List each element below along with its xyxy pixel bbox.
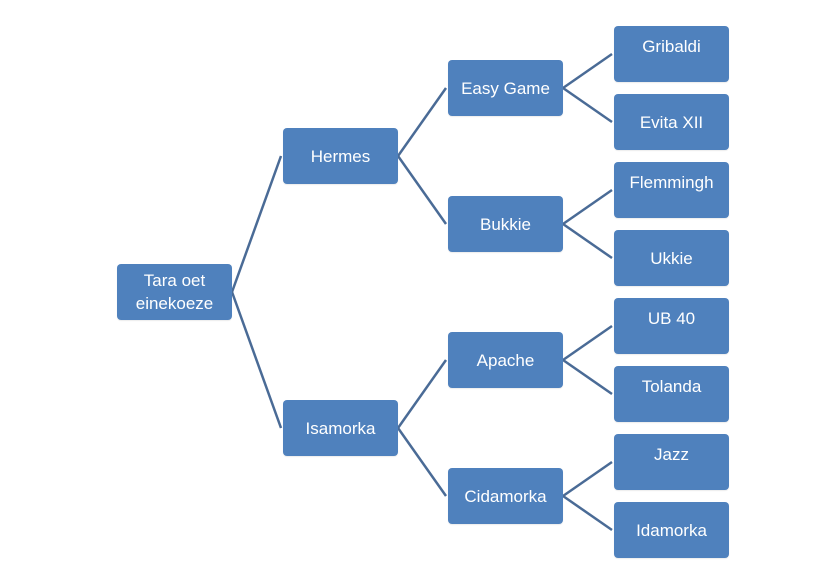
node-isamorka: Isamorka [283, 400, 398, 456]
node-label: Gribaldi [642, 37, 701, 56]
connector [396, 359, 448, 429]
node-label: Idamorka [636, 520, 707, 540]
connector [230, 291, 283, 429]
node-apache: Apache [448, 332, 563, 388]
connector [562, 460, 613, 498]
connector [562, 86, 613, 124]
connector [396, 427, 448, 497]
node-bukkie: Bukkie [448, 196, 563, 252]
node-label: Tara oet einekoeze [135, 271, 214, 313]
node-ukkie: Ukkie [614, 230, 729, 286]
connector [230, 155, 283, 293]
node-label: Flemmingh [629, 173, 714, 192]
connector [562, 358, 613, 396]
node-tolanda: Tolanda [614, 366, 729, 422]
node-label: Evita XII [639, 112, 704, 132]
node-root: Tara oet einekoeze [117, 264, 232, 320]
node-easy-game: Easy Game [448, 60, 563, 116]
node-label: Bukkie [479, 214, 532, 234]
node-gribaldi: Gribaldi [614, 26, 729, 82]
node-label: Ukkie [650, 248, 693, 268]
node-jazz: Jazz [614, 434, 729, 490]
connector [562, 188, 613, 226]
node-cidamorka: Cidamorka [448, 468, 563, 524]
node-label: Jazz [654, 445, 689, 464]
node-label: Apache [476, 350, 535, 370]
connector [562, 494, 613, 532]
node-evita-xii: Evita XII [614, 94, 729, 150]
connector [562, 222, 613, 260]
connector [562, 52, 613, 90]
node-label: UB 40 [647, 309, 696, 328]
connector [396, 87, 448, 157]
node-label: Cidamorka [464, 486, 547, 506]
node-label: Hermes [310, 146, 371, 166]
node-ub-40: UB 40 [614, 298, 729, 354]
node-label: Isamorka [305, 418, 376, 438]
node-label: Tolanda [641, 377, 702, 396]
connector [396, 155, 448, 225]
node-idamorka: Idamorka [614, 502, 729, 558]
node-flemmingh: Flemmingh [614, 162, 729, 218]
connector [562, 324, 613, 362]
node-label: Easy Game [461, 78, 550, 98]
node-hermes: Hermes [283, 128, 398, 184]
